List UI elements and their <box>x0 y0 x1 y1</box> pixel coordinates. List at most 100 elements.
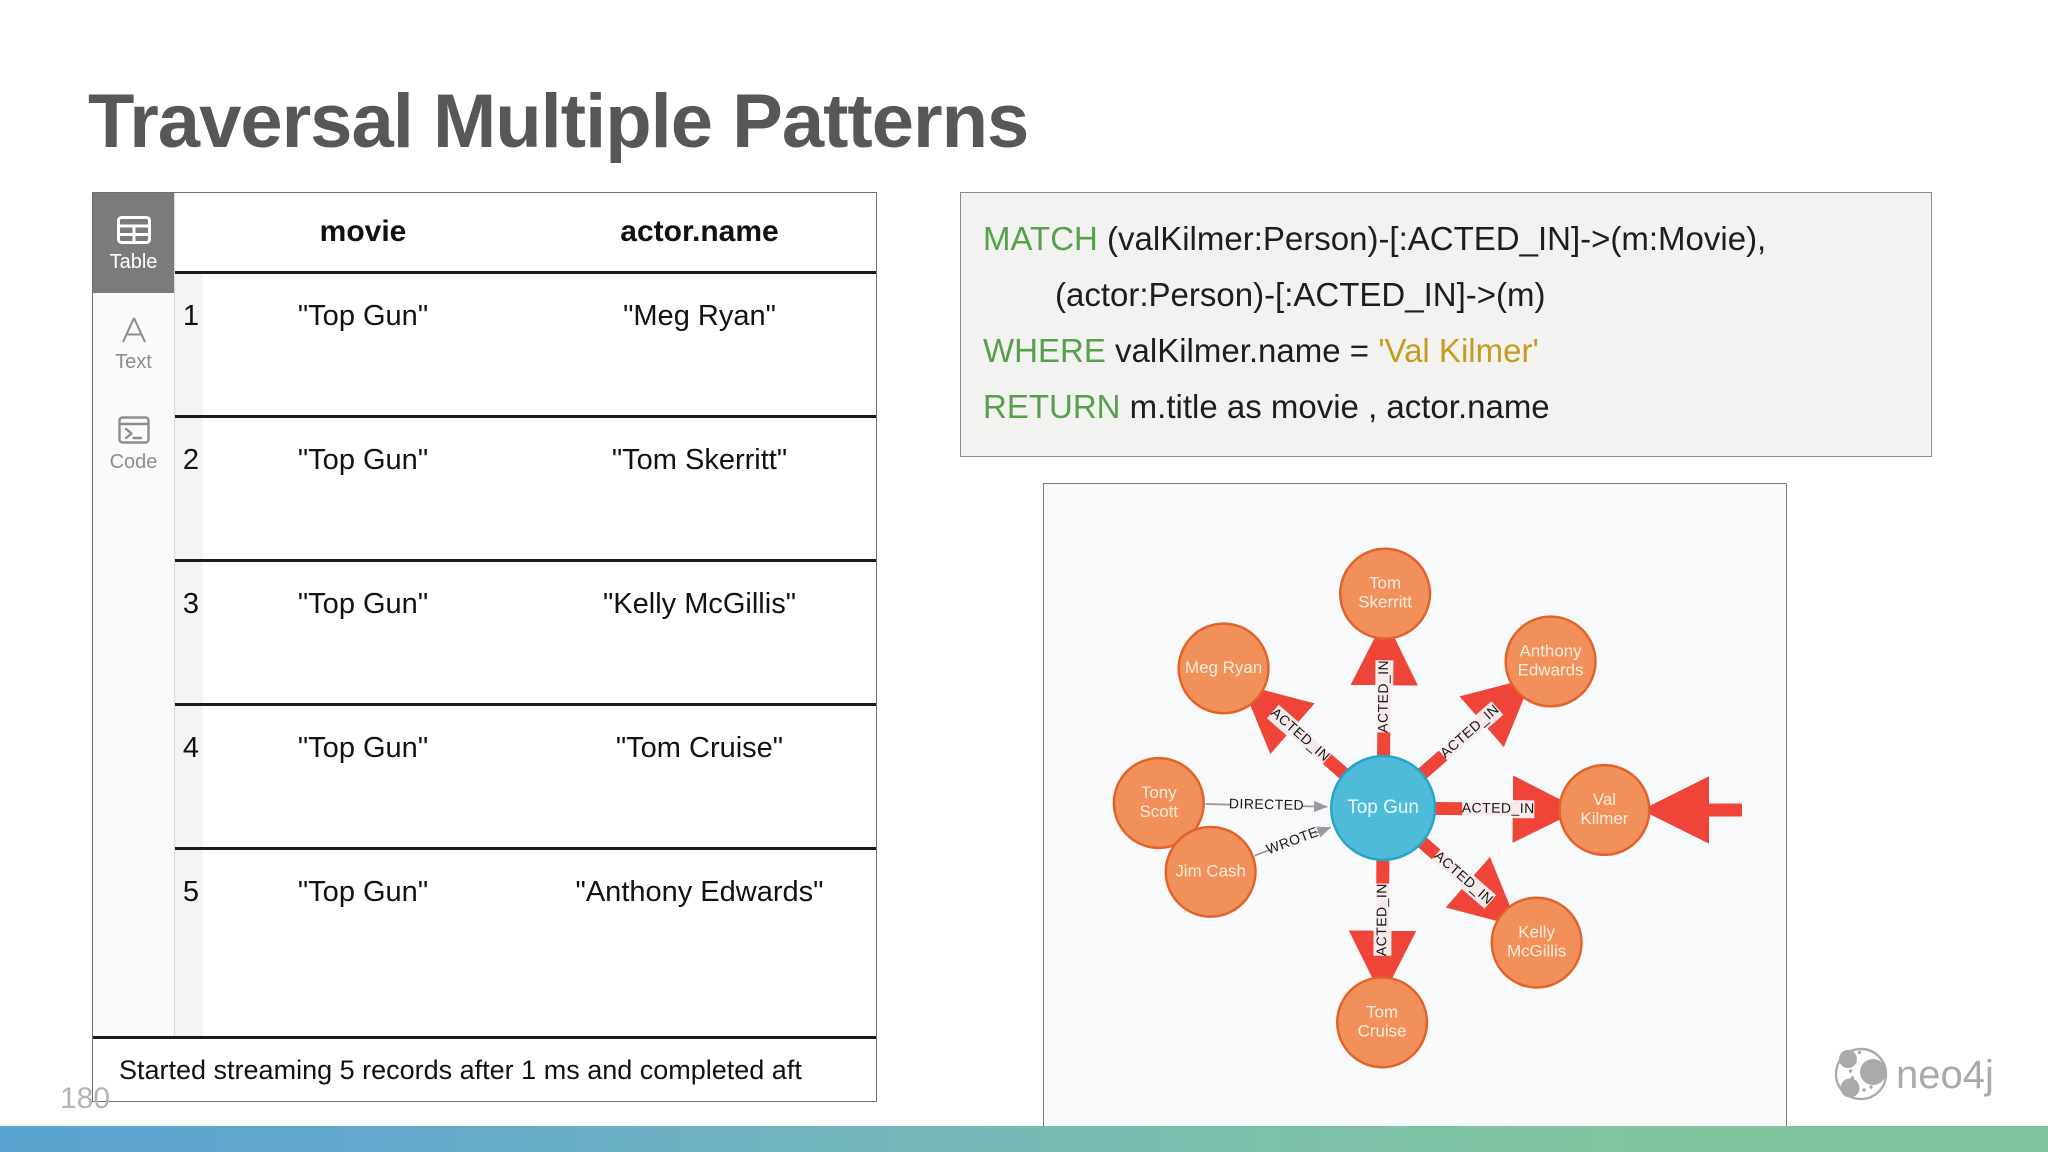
graph-canvas[interactable]: ACTED_IN ACTED_IN ACTED_IN ACTED_IN ACTED_IN… <box>1044 484 1786 1130</box>
row-number: 4 <box>175 704 203 850</box>
query-line-2: (actor:Person)-[:ACTED_IN]->(m) <box>983 267 1931 323</box>
cypher-text: (actor:Person)-[:ACTED_IN]->(m) <box>1055 276 1546 313</box>
row-number: 2 <box>175 416 203 562</box>
edge-label-backdrop <box>1437 701 1504 763</box>
slide-page-number: 180 <box>60 1082 111 1115</box>
edge-label: ACTED_IN <box>1373 883 1389 956</box>
node-circle[interactable] <box>1490 896 1583 989</box>
cell-movie: "Top Gun" <box>203 416 523 562</box>
cell-actor-name: "Kelly McGillis" <box>523 560 876 706</box>
edge-label: ACTED_IN <box>1374 660 1391 733</box>
view-tab-text[interactable]: Text <box>93 293 174 393</box>
graph-node-megryan[interactable]: Meg Ryan <box>1177 622 1270 715</box>
edge-label-backdrop <box>1230 795 1303 816</box>
edge-label-backdrop <box>1373 883 1392 956</box>
query-line-3: WHERE valKilmer.name = 'Val Kilmer' <box>983 323 1931 379</box>
view-tab-code-label: Code <box>109 450 158 473</box>
footer-gradient-bar <box>0 1126 2048 1152</box>
cell-movie: "Top Gun" <box>203 704 523 850</box>
table-header-movie[interactable]: movie <box>203 193 523 274</box>
query-line-1: MATCH (valKilmer:Person)-[:ACTED_IN]->(m… <box>983 211 1931 267</box>
cell-movie: "Top Gun" <box>203 560 523 706</box>
node-circle[interactable] <box>1330 754 1437 862</box>
table-row[interactable]: 4"Top Gun""Tom Cruise" <box>175 704 876 850</box>
cell-actor-name: "Tom Cruise" <box>523 704 876 850</box>
node-label: Edwards <box>1518 660 1584 679</box>
cypher-query-panel[interactable]: MATCH (valKilmer:Person)-[:ACTED_IN]->(m… <box>960 192 1932 457</box>
node-label: Scott <box>1139 802 1178 821</box>
view-tab-text-label: Text <box>115 350 152 373</box>
graph-node-jimcash[interactable]: Jim Cash <box>1164 825 1257 918</box>
cypher-string-literal: 'Val Kilmer' <box>1378 332 1539 369</box>
node-label: Kilmer <box>1580 809 1628 828</box>
row-number: 5 <box>175 848 203 991</box>
node-circle[interactable] <box>1177 622 1270 715</box>
table-header-rownum <box>175 193 203 274</box>
table-row[interactable]: 3"Top Gun""Kelly McGillis" <box>175 560 876 706</box>
cypher-keyword: WHERE <box>983 332 1106 369</box>
result-body: Table Text <box>93 193 876 1036</box>
node-circle[interactable] <box>1504 615 1597 708</box>
cell-movie: "Top Gun" <box>203 272 523 418</box>
terminal-prompt-icon <box>116 415 152 445</box>
node-label: Skerritt <box>1358 593 1412 612</box>
node-circle[interactable] <box>1112 756 1205 850</box>
node-label: Jim Cash <box>1175 861 1246 880</box>
view-tab-table[interactable]: Table <box>93 193 174 293</box>
table-row[interactable]: 1"Top Gun""Meg Ryan" <box>175 272 876 418</box>
node-label: Cruise <box>1358 1021 1407 1040</box>
query-result-panel: Table Text <box>92 192 877 1102</box>
edge-label: WROTE <box>1264 823 1321 857</box>
row-number: 1 <box>175 272 203 418</box>
edge-label: ACTED_IN <box>1268 704 1333 764</box>
result-status-bar: Started streaming 5 records after 1 ms a… <box>93 1036 876 1101</box>
letter-a-icon <box>116 315 152 345</box>
node-label: Tony <box>1141 783 1177 802</box>
node-circle[interactable] <box>1335 976 1429 1069</box>
view-tab-code[interactable]: Code <box>93 393 174 493</box>
view-tab-table-label: Table <box>109 250 158 273</box>
node-label: Meg Ryan <box>1185 658 1262 677</box>
results-table-area[interactable]: movie actor.name 1"Top Gun""Meg Ryan"2"T… <box>175 193 876 1036</box>
node-circle[interactable] <box>1338 547 1432 640</box>
graph-visualization-panel[interactable]: ACTED_IN ACTED_IN ACTED_IN ACTED_IN ACTED_IN… <box>1043 483 1787 1131</box>
row-number: 3 <box>175 560 203 706</box>
table-grid-icon <box>116 215 152 245</box>
node-circle[interactable] <box>1558 763 1651 857</box>
node-circle[interactable] <box>1164 825 1257 918</box>
cell-actor-name: "Meg Ryan" <box>523 272 876 418</box>
edge-label-backdrop <box>1266 704 1334 766</box>
edge-label: ACTED_IN <box>1437 701 1502 761</box>
graph-node-topgun[interactable]: Top Gun <box>1330 754 1437 862</box>
edge-label-backdrop <box>1430 847 1497 909</box>
results-table: movie actor.name 1"Top Gun""Meg Ryan"2"T… <box>175 193 876 991</box>
cypher-text: m.title as movie , actor.name <box>1120 388 1550 425</box>
node-label: Anthony <box>1520 641 1583 660</box>
cell-actor-name: "Tom Skerritt" <box>523 416 876 562</box>
table-header-row: movie actor.name <box>175 193 876 274</box>
table-header-actorname[interactable]: actor.name <box>523 193 876 274</box>
edge-label-backdrop <box>1267 824 1318 859</box>
table-row[interactable]: 2"Top Gun""Tom Skerritt" <box>175 416 876 562</box>
result-view-switcher: Table Text <box>93 193 175 1036</box>
edge-label-backdrop <box>1462 799 1535 819</box>
table-body: 1"Top Gun""Meg Ryan"2"Top Gun""Tom Skerr… <box>175 272 876 991</box>
edge-label: DIRECTED <box>1229 795 1305 813</box>
table-row[interactable]: 5"Top Gun""Anthony Edwards" <box>175 848 876 991</box>
edge-label: ACTED_IN <box>1462 799 1535 816</box>
node-label: Kelly <box>1518 923 1555 942</box>
edge-label: ACTED_IN <box>1431 847 1496 907</box>
node-label: McGillis <box>1507 942 1566 961</box>
node-label: Val <box>1593 790 1616 809</box>
node-label: Tom <box>1369 574 1401 593</box>
cypher-keyword: RETURN <box>983 388 1121 425</box>
edge-label-backdrop <box>1374 660 1394 733</box>
svg-text:neo4j: neo4j <box>1896 1053 1994 1097</box>
